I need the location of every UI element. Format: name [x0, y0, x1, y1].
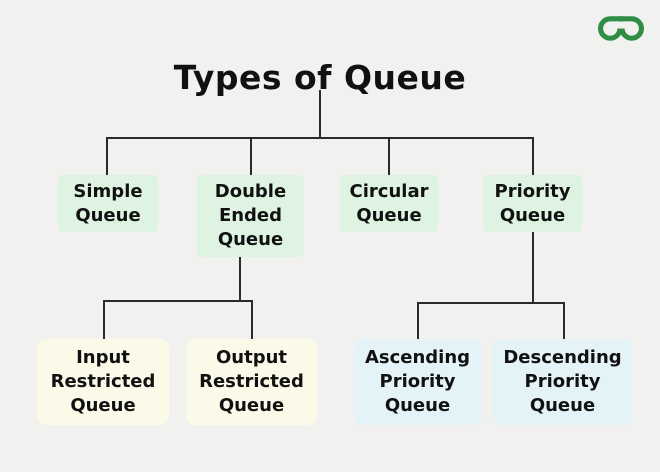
connector-drop-priority-queue	[532, 137, 534, 175]
connector-drop-simple-queue	[106, 137, 108, 175]
node-simple-queue: Simple Queue	[58, 175, 158, 232]
connector-root-stem	[319, 90, 321, 138]
node-input-restricted-queue: Input Restricted Queue	[37, 339, 169, 425]
connector-drop-double-ended	[250, 137, 252, 175]
connector-feed-priority	[532, 232, 534, 304]
node-circular-queue: Circular Queue	[340, 175, 438, 232]
node-ascending-priority-queue: Ascending Priority Queue	[354, 339, 481, 425]
node-priority-queue: Priority Queue	[483, 175, 582, 232]
node-double-ended-queue: Double Ended Queue	[197, 175, 304, 257]
connector-feed-double-ended	[239, 257, 241, 302]
connector-drop-input-restricted	[103, 300, 105, 339]
connector-drop-circular-queue	[388, 137, 390, 175]
connector-restricted-bar	[103, 300, 253, 302]
node-output-restricted-queue: Output Restricted Queue	[186, 339, 317, 425]
geeksforgeeks-logo-icon	[598, 16, 644, 41]
connector-level1-bar	[106, 137, 534, 139]
connector-priority-bar	[417, 302, 565, 304]
connector-drop-output-restricted	[251, 300, 253, 339]
node-descending-priority-queue: Descending Priority Queue	[493, 339, 632, 425]
connector-drop-descending	[563, 302, 565, 339]
connector-drop-ascending	[417, 302, 419, 339]
